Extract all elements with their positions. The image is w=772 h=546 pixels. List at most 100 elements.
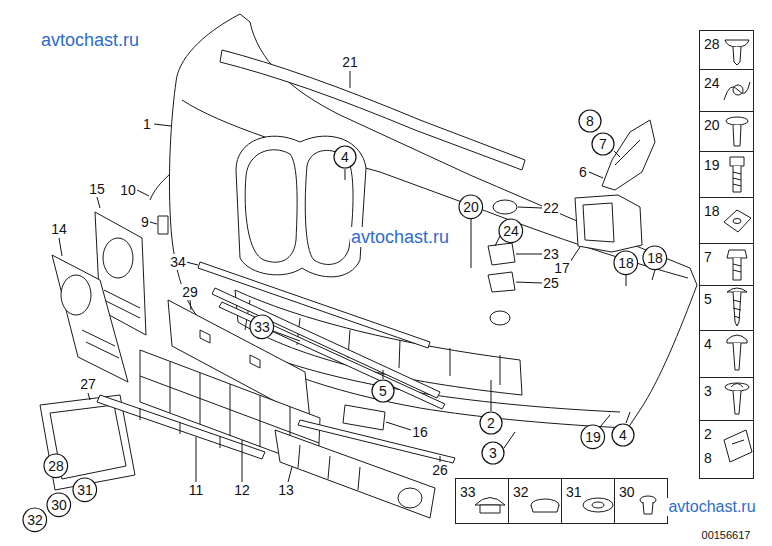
part-number: 22 — [542, 200, 560, 216]
clip-part — [158, 216, 168, 234]
callout-number: 5 — [704, 291, 712, 307]
fastener-icon — [731, 384, 743, 388]
fastener-icon — [733, 292, 741, 326]
callout-number: 18 — [704, 203, 720, 219]
callout-number: 4 — [341, 149, 349, 165]
fastener-icon — [732, 440, 744, 444]
fastener-box: 5 — [699, 285, 754, 331]
callout-circle-outline — [643, 246, 667, 270]
callout-circle-outline — [581, 425, 605, 449]
fastener-box: 32 — [508, 478, 562, 524]
callout-number: 18 — [647, 250, 663, 266]
callout-circle-outline — [73, 478, 97, 502]
callout-circle: 19 — [580, 424, 606, 450]
lower-grille — [275, 430, 435, 518]
callout-circle: 28 — [43, 453, 69, 479]
callout-number: 20 — [704, 117, 720, 133]
holder-part — [488, 272, 515, 292]
fastener-icon — [733, 391, 741, 414]
leader-line — [59, 71, 603, 482]
fastener-icon — [727, 335, 747, 343]
lower-grille — [275, 430, 435, 518]
fog-grille-part — [52, 255, 128, 382]
callout-circle: 18 — [642, 245, 668, 271]
bumper-cover — [236, 136, 366, 277]
callout-circle: 3 — [481, 441, 505, 465]
callout-circle-outline — [612, 424, 634, 446]
fastener-icon — [727, 250, 747, 258]
callout-circle: 30 — [46, 492, 72, 518]
callout-number: 7 — [599, 136, 607, 152]
bracket-part — [602, 120, 655, 190]
callout-circle: 5 — [371, 379, 395, 403]
callout-circle-outline — [592, 133, 614, 155]
fastener-icon — [733, 258, 741, 280]
callout-number: 4 — [619, 427, 627, 443]
fastener-icon — [733, 47, 741, 65]
callout-circle: 4 — [333, 145, 357, 169]
leader-line — [273, 151, 655, 448]
callout-circle-outline — [480, 412, 502, 434]
fastener-icon — [733, 125, 741, 146]
callout-number: 19 — [704, 157, 720, 173]
callout-number: 32 — [513, 484, 529, 500]
bracket-part — [602, 120, 655, 190]
callout-circle: 18 — [613, 250, 639, 276]
fastener-box: 18 — [699, 197, 754, 244]
callout-number: 28 — [704, 36, 720, 52]
part-number: 26 — [431, 462, 449, 478]
fastener-icon — [725, 383, 749, 391]
part-number: 16 — [411, 424, 429, 440]
callout-number: 32 — [27, 512, 43, 528]
cap-part — [493, 200, 517, 214]
part-number: 6 — [578, 164, 588, 180]
part-number: 14 — [50, 221, 68, 237]
fastener-box: 33 — [455, 478, 509, 524]
fastener-icon — [531, 505, 559, 512]
callout-circle-outline — [499, 219, 523, 243]
part-number: 25 — [542, 275, 560, 291]
callout-circle-outline — [579, 110, 601, 132]
part-number: 11 — [188, 482, 205, 498]
support-strip — [97, 395, 265, 459]
fastener-box: 28 — [699, 30, 754, 70]
watermark: avtochast.ru — [350, 227, 450, 248]
part-number: 29 — [181, 284, 199, 300]
callout-circle: 31 — [72, 477, 98, 503]
fastener-icon — [480, 505, 500, 513]
carrier-plate — [200, 330, 260, 368]
part-number: 12 — [233, 482, 251, 498]
callout-number: 18 — [618, 255, 634, 271]
callout-number: 30 — [51, 497, 67, 513]
part-number: 10 — [119, 182, 137, 198]
fastener-icon — [733, 85, 743, 95]
fastener-icon — [592, 502, 604, 508]
callout-circle-outline — [23, 508, 47, 532]
callout-number: 20 — [463, 199, 479, 215]
callout-circle: 7 — [591, 132, 615, 156]
callout-number: 8 — [704, 450, 712, 466]
callout-circle-outline — [44, 454, 68, 478]
callout-circle: 4 — [611, 423, 635, 447]
callout-number: 5 — [379, 383, 387, 399]
fastener-box: 24 — [699, 69, 754, 112]
fog-grille-part — [103, 238, 133, 278]
callout-circle: 2 — [479, 411, 503, 435]
part-number: 17 — [553, 260, 571, 276]
part-number: 27 — [79, 376, 97, 392]
part-number: 34 — [169, 254, 187, 270]
parts-drawing — [40, 14, 752, 518]
callout-number: 31 — [77, 482, 93, 498]
part-number: 13 — [277, 482, 295, 498]
callout-circle: 24 — [498, 218, 524, 244]
fastener-box: 19 — [699, 151, 754, 198]
part-number: 21 — [341, 54, 359, 70]
callout-number: 4 — [704, 336, 712, 352]
fastener-icon — [643, 502, 653, 514]
holder-part — [488, 243, 515, 265]
fastener-box: 31 — [561, 478, 615, 524]
callout-circle-outline — [334, 146, 356, 168]
callout-number: 2 — [487, 415, 495, 431]
callout-number: 7 — [704, 249, 712, 265]
callout-circle-outline — [250, 315, 274, 339]
